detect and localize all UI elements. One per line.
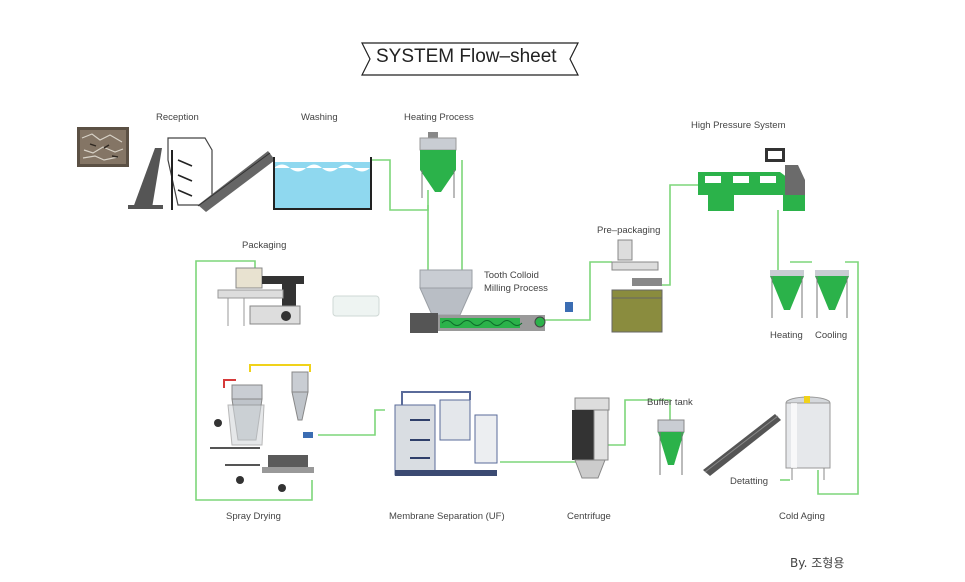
label-heating-process: Heating Process [404, 112, 474, 123]
pre-packaging-machine [611, 239, 663, 333]
label-membrane: Membrane Separation (UF) [389, 511, 505, 522]
high-pressure-system [698, 148, 805, 211]
label-detatting: Detatting [730, 476, 769, 487]
cooling-tank [815, 270, 849, 318]
centrifuge [572, 397, 610, 479]
label-centrifuge: Centrifuge [567, 511, 611, 522]
label-packaging: Packaging [242, 240, 287, 251]
membrane-separation [394, 391, 498, 476]
label-pre-packaging: Pre–packaging [597, 225, 661, 236]
pipe-cooling-coldaging [817, 261, 859, 495]
label-reception: Reception [156, 112, 199, 123]
pipe-lines [195, 159, 859, 501]
label-cold-aging: Cold Aging [779, 511, 825, 522]
pipe-milling-prepack [545, 261, 612, 321]
powder-bag [332, 295, 380, 317]
washing-tank [273, 157, 372, 210]
label-high-pressure: High Pressure System [691, 120, 786, 131]
spray-dryer [210, 364, 314, 492]
colloid-mill [410, 269, 573, 333]
label-spray-drying: Spray Drying [226, 511, 281, 522]
label-buffer-tank: Buffer tank [647, 397, 693, 408]
label-heating: Heating [770, 330, 803, 341]
heating-tank [770, 270, 804, 318]
author-credit: By. 조형용 [790, 556, 845, 570]
buffer-tank [657, 419, 685, 475]
cold-aging-tank [785, 396, 831, 480]
label-washing: Washing [301, 112, 338, 123]
detatting-screw [703, 414, 781, 476]
packaging-machine [217, 267, 304, 326]
label-tooth-colloid: Tooth Colloid [484, 270, 539, 281]
title-banner [361, 42, 579, 76]
heating-process-tank [419, 132, 457, 198]
pipe-buffer-centrifuge [608, 399, 671, 446]
label-milling-process: Milling Process [484, 283, 548, 294]
pipe-prepack-highpressure [660, 184, 698, 286]
reception-conveyor [128, 137, 275, 212]
reception-photo [77, 127, 129, 167]
diagram-title: SYSTEM Flow–sheet [376, 46, 557, 67]
pipe-membrane-spray [318, 409, 385, 436]
pipe-spray-packaging [195, 260, 313, 501]
pipe-washing-heating [370, 159, 429, 211]
label-cooling: Cooling [815, 330, 848, 341]
